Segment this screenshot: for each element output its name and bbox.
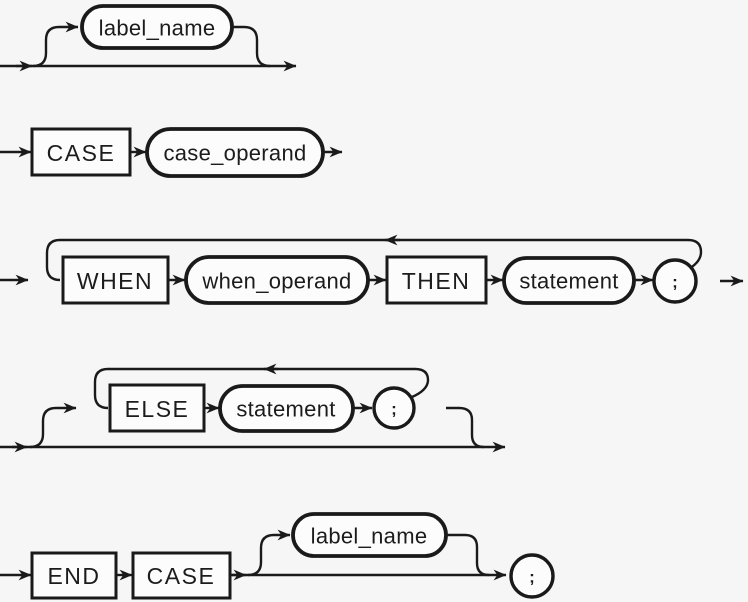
row-end-clause: END CASE label_name ; [0, 512, 555, 600]
row-when-clause: WHEN when_operand THEN statement ; [0, 234, 744, 305]
row-case-clause: CASE case_operand [0, 127, 343, 178]
label-name-text: label_name [99, 16, 216, 41]
case-keyword-text: CASE [147, 563, 216, 589]
semicolon-terminal [509, 553, 555, 599]
label-name-text: label_name [311, 524, 428, 549]
when-keyword-text: WHEN [77, 268, 153, 294]
row-optional-label: label_name [0, 4, 297, 72]
merge-down-line [232, 25, 271, 68]
label-name-node [80, 4, 234, 50]
semicolon-terminal [372, 386, 416, 430]
then-keyword-text: THEN [402, 268, 471, 294]
else-keyword-text: ELSE [125, 396, 190, 422]
statement-text: statement [519, 269, 618, 294]
semicolon-text: ; [672, 273, 678, 292]
then-keyword-box [385, 255, 488, 305]
case-keyword-box [131, 551, 232, 600]
row-else-clause: ELSE statement ; [0, 363, 506, 453]
branch-up-line [247, 529, 291, 577]
branch-up-line [29, 402, 77, 449]
case-keyword-box [30, 127, 132, 177]
repeat-loop-line [93, 367, 430, 410]
case-keyword-text: CASE [47, 140, 116, 166]
statement-text: statement [236, 397, 335, 422]
merge-down-line [446, 533, 490, 577]
else-keyword-box [108, 383, 206, 433]
repeat-loop-line [45, 238, 703, 282]
semicolon-text: ; [391, 400, 397, 419]
end-keyword-text: END [47, 563, 100, 589]
case-operand-text: case_operand [163, 141, 306, 166]
branch-up-line [32, 21, 79, 68]
semicolon-text: ; [529, 568, 535, 587]
semicolon-terminal [652, 258, 698, 304]
end-keyword-box [30, 551, 118, 600]
merge-down-line [446, 406, 485, 449]
when-operand-text: when_operand [201, 269, 351, 294]
